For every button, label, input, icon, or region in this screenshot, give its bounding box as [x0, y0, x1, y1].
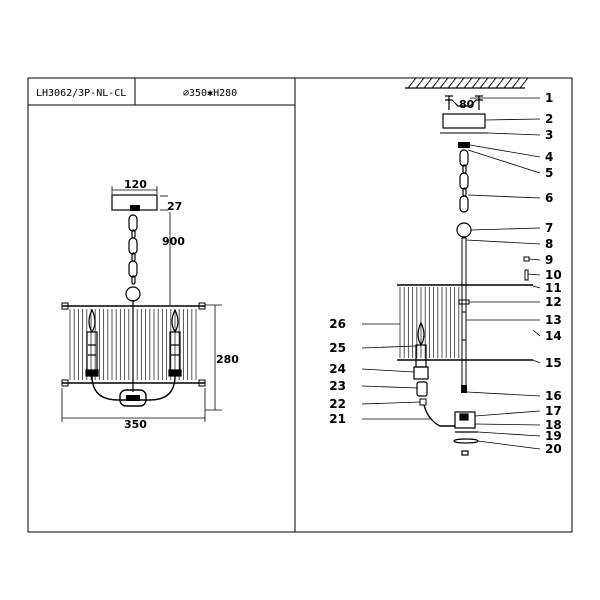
dim-width: 350 [124, 418, 147, 431]
canopy-cap [130, 205, 140, 211]
callout-5: 5 [545, 166, 553, 180]
callout-6: 6 [545, 191, 553, 205]
callout-23: 23 [329, 379, 346, 393]
chain [125, 214, 141, 302]
shade [61, 302, 206, 387]
model-number: LH3062/3P-NL-CL [36, 88, 126, 99]
exploded-arm [423, 404, 455, 427]
exploded-shade [397, 284, 533, 361]
callout-7: 7 [545, 221, 553, 235]
callout-26: 26 [329, 317, 346, 331]
callout-9: 9 [545, 253, 553, 267]
front-view: 120 27 900 [61, 178, 239, 431]
dim-canopy-width: 120 [124, 178, 147, 191]
callout-10: 10 [545, 268, 562, 282]
dim-bracket-width: 80 [459, 98, 475, 111]
callout-4: 4 [545, 150, 553, 164]
callout-19: 19 [545, 429, 562, 443]
ceiling [405, 77, 529, 89]
candle-right [168, 308, 182, 377]
dim-canopy-height: 27 [167, 200, 182, 213]
exploded-rod [461, 237, 467, 389]
callout-12: 12 [545, 295, 562, 309]
part-10 [524, 269, 529, 281]
callout-15: 15 [545, 356, 562, 370]
drawing-frame [27, 77, 573, 533]
callout-11: 11 [545, 281, 562, 295]
callout-14: 14 [545, 329, 562, 343]
center-hub [119, 389, 147, 407]
callout-3: 3 [545, 128, 553, 142]
callout-2: 2 [545, 112, 553, 126]
callout-13: 13 [545, 313, 562, 327]
callouts: 1234567891011121314151617181920212223242… [329, 91, 561, 456]
callout-18: 18 [545, 418, 562, 432]
exploded-candle [413, 321, 429, 397]
dim-height: 280 [216, 353, 239, 366]
exploded-canopy [442, 113, 486, 129]
callout-22: 22 [329, 397, 346, 411]
callout-21: 21 [329, 412, 346, 426]
part-9 [523, 256, 530, 262]
callout-16: 16 [545, 389, 562, 403]
callout-20: 20 [545, 442, 562, 456]
callout-8: 8 [545, 237, 553, 251]
exploded-view: 80 [397, 77, 533, 456]
size-label: ⌀350✱H280 [183, 88, 237, 99]
exploded-hub [453, 411, 479, 456]
callout-25: 25 [329, 341, 346, 355]
candle-left [85, 308, 99, 377]
dim-chain-length: 900 [162, 235, 185, 248]
canopy-nut [458, 142, 470, 148]
callout-1: 1 [545, 91, 553, 105]
callout-17: 17 [545, 404, 562, 418]
callout-24: 24 [329, 362, 346, 376]
exploded-chain [456, 149, 472, 238]
